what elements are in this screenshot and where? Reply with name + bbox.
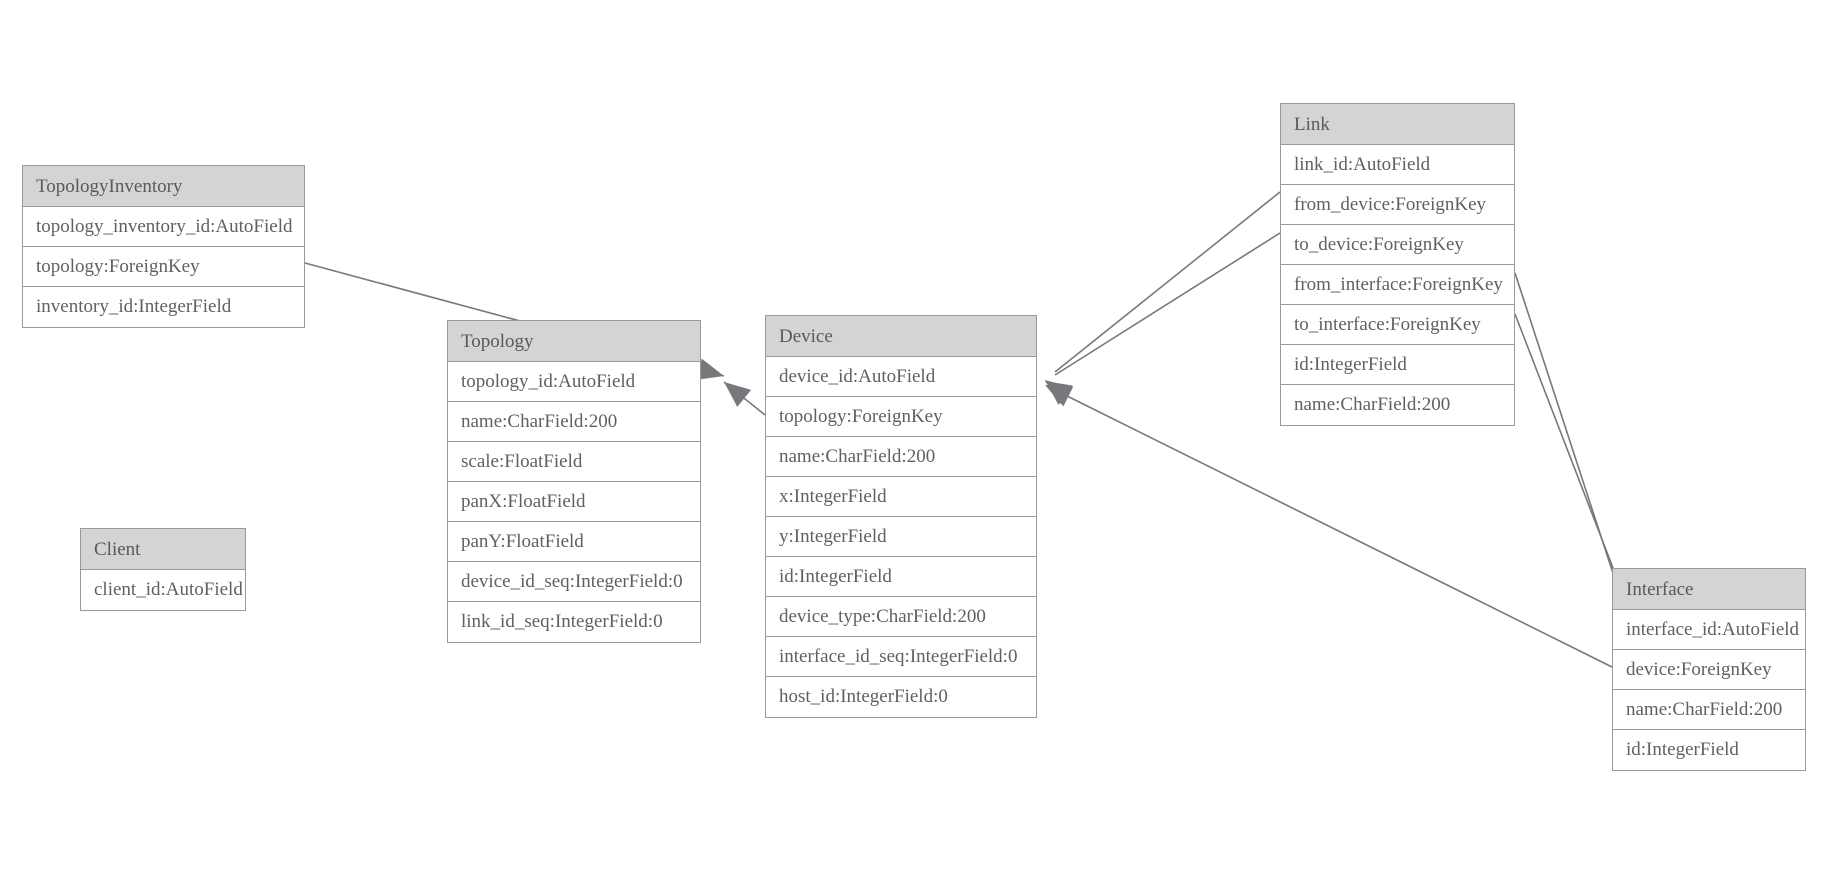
entity-field: topology:ForeignKey [23,247,304,287]
entity-field: device_id:AutoField [766,357,1036,397]
entity-title-topology_inventory: TopologyInventory [23,166,304,207]
entity-field: topology_inventory_id:AutoField [23,207,304,247]
rel-link-to-device-arrowhead [1045,381,1073,405]
entity-field: id:IntegerField [766,557,1036,597]
entity-field: link_id_seq:IntegerField:0 [448,602,700,642]
entity-field: scale:FloatField [448,442,700,482]
entity-field: name:CharField:200 [448,402,700,442]
rel-link-from-device [1045,191,1281,405]
entity-field: from_device:ForeignKey [1281,185,1514,225]
entity-field: topology_id:AutoField [448,362,700,402]
rel-device-topology-arrowhead [724,382,752,407]
entity-field: interface_id:AutoField [1613,610,1805,650]
entity-title-client: Client [81,529,245,570]
entity-field: y:IntegerField [766,517,1036,557]
entity-field: panY:FloatField [448,522,700,562]
entity-field: device:ForeignKey [1613,650,1805,690]
entity-field: to_interface:ForeignKey [1281,305,1514,345]
entity-field: id:IntegerField [1281,345,1514,385]
entity-field: from_interface:ForeignKey [1281,265,1514,305]
rel-link-to-device [1045,232,1281,405]
entity-field: device_id_seq:IntegerField:0 [448,562,700,602]
entity-field: name:CharField:200 [766,437,1036,477]
entity-title-link: Link [1281,104,1514,145]
rel-device-topology [723,381,766,416]
entity-field: host_id:IntegerField:0 [766,677,1036,717]
entity-title-device: Device [766,316,1036,357]
entity-field: device_type:CharField:200 [766,597,1036,637]
rel-interface-device-arrowhead [1045,385,1074,407]
entity-field: name:CharField:200 [1613,690,1805,730]
entity-field: x:IntegerField [766,477,1036,517]
entity-field: id:IntegerField [1613,730,1805,770]
entity-field: client_id:AutoField [81,570,245,610]
entity-field: inventory_id:IntegerField [23,287,304,327]
entity-field: panX:FloatField [448,482,700,522]
entity-field: topology:ForeignKey [766,397,1036,437]
entity-field: to_device:ForeignKey [1281,225,1514,265]
rel-link-from-device-arrowhead [1045,380,1073,405]
entity-field: link_id:AutoField [1281,145,1514,185]
entity-field: interface_id_seq:IntegerField:0 [766,637,1036,677]
entity-title-topology: Topology [448,321,700,362]
entity-field: name:CharField:200 [1281,385,1514,425]
entity-title-interface: Interface [1613,569,1805,610]
